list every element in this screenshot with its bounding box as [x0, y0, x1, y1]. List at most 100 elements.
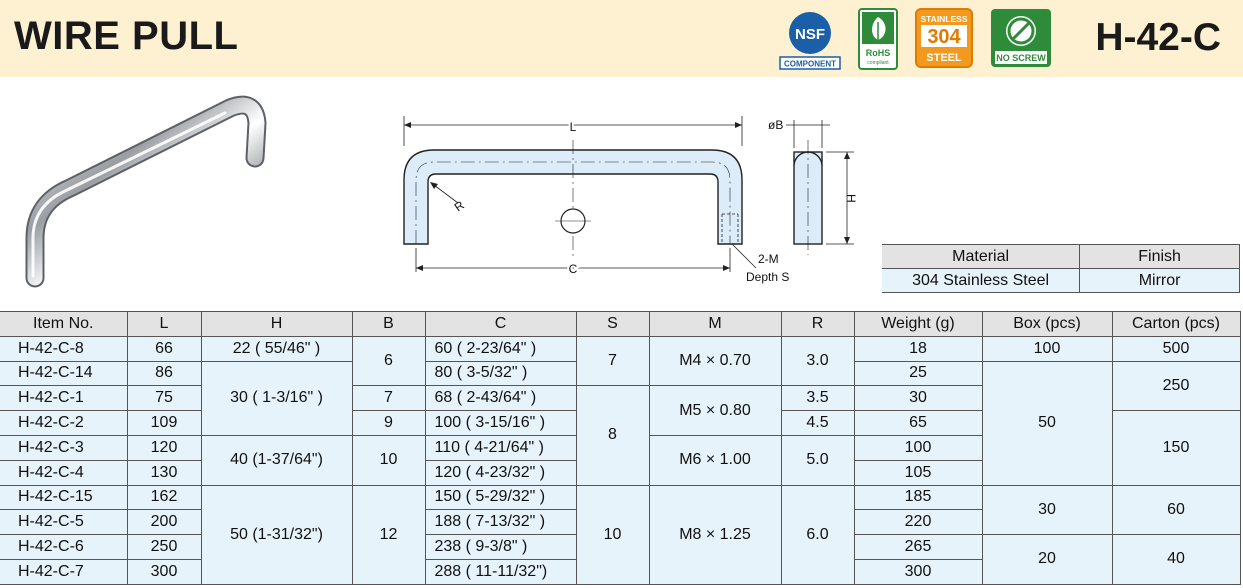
cell-M: M6 × 1.00 [648, 434, 782, 486]
cell-L: 86 [126, 360, 202, 387]
cell-M: M8 × 1.25 [648, 484, 782, 585]
table-row: H-42-C-4 130 120 ( 4-23/32" ) 105 [0, 459, 1240, 486]
cell-C: 100 ( 3-15/16" ) [424, 410, 577, 436]
cell-B: 12 [351, 484, 426, 585]
table-row: H-42-C-14 86 30 ( 1-3/16" ) 80 ( 3-5/32"… [0, 360, 1241, 486]
svg-text:NSF: NSF [795, 26, 825, 43]
cell-R: 3.0 [780, 335, 855, 387]
cell-S: 8 [575, 385, 650, 486]
cell-C: 60 ( 2-23/64" ) [424, 335, 577, 362]
item-no: H-42-C-7 [0, 558, 128, 585]
label-B: øB [768, 118, 783, 132]
cell-H: 50 (1-31/32") [200, 484, 353, 585]
label-2M: 2-M [758, 252, 779, 266]
cell-L: 120 [126, 434, 202, 461]
finish-header: Finish [1079, 244, 1240, 269]
svg-text:NO SCREW: NO SCREW [996, 53, 1046, 63]
cell-M: M5 × 0.80 [648, 385, 782, 436]
cell-B: 7 [351, 385, 426, 412]
cell-M: M4 × 0.70 [648, 335, 782, 387]
cell-C: 150 ( 5-29/32" ) [424, 484, 577, 511]
svg-text:STAINLESS: STAINLESS [920, 14, 967, 24]
col-header: Item No. [0, 311, 128, 337]
cell-L: 109 [126, 410, 202, 436]
cell-B: 9 [351, 410, 426, 436]
stainless-304-badge: STAINLESS 304 STEEL [915, 8, 973, 68]
table-row: H-42-C-7 300 288 ( 11-11/32") 300 [0, 558, 1240, 585]
cell-weight: 265 [853, 534, 983, 560]
spec-header-row: Item No. L H B C S M R Weight (g) Box (p… [0, 311, 1241, 337]
technical-drawing: L R C 2-M Depth S øB [396, 110, 866, 290]
cell-R: 6.0 [780, 484, 855, 585]
cell-L: 162 [126, 484, 202, 511]
cell-carton: 150 [1111, 410, 1241, 486]
cell-S: 10 [575, 484, 650, 585]
cell-R: 4.5 [780, 410, 855, 436]
cell-weight: 65 [853, 410, 983, 436]
cell-carton: 60 [1111, 484, 1241, 536]
label-H: H [844, 194, 858, 203]
material-value: 304 Stainless Steel [882, 268, 1081, 293]
svg-text:compliant: compliant [867, 60, 889, 66]
col-header: H [200, 311, 353, 337]
table-row: H-42-C-2 109 9 100 ( 3-15/16" ) 4.5 65 1… [0, 410, 1241, 486]
label-depth-s: Depth S [746, 270, 789, 284]
item-no: H-42-C-15 [0, 484, 128, 511]
cell-L: 300 [126, 558, 202, 585]
cell-C: 238 ( 9-3/8" ) [424, 534, 577, 560]
table-row: H-42-C-1 75 7 68 ( 2-43/64" ) 8 M5 × 0.8… [0, 385, 1240, 486]
page-title: WIRE PULL [14, 14, 239, 58]
cell-C: 110 ( 4-21/64" ) [424, 434, 577, 461]
col-header: S [575, 311, 650, 337]
col-header: Weight (g) [853, 311, 983, 337]
spec-table: Item No. L H B C S M R Weight (g) Box (p… [0, 311, 1241, 585]
cell-L: 200 [126, 509, 202, 536]
cell-weight: 300 [853, 558, 983, 585]
cell-C: 288 ( 11-11/32") [424, 558, 577, 585]
col-header: B [351, 311, 426, 337]
material-table: Material Finish 304 Stainless Steel Mirr… [882, 244, 1240, 293]
cell-weight: 220 [853, 509, 983, 536]
cell-box: 30 [981, 484, 1113, 536]
svg-text:RoHS: RoHS [866, 48, 891, 58]
col-header: M [648, 311, 782, 337]
cell-C: 80 ( 3-5/32" ) [424, 360, 577, 387]
col-header: Carton (pcs) [1111, 311, 1241, 337]
cell-C: 188 ( 7-13/32" ) [424, 509, 577, 536]
cell-L: 250 [126, 534, 202, 560]
cell-B: 6 [351, 335, 426, 387]
cell-L: 130 [126, 459, 202, 486]
cell-weight: 185 [853, 484, 983, 511]
svg-text:STEEL: STEEL [926, 52, 962, 64]
wire-pull-photo [15, 88, 280, 293]
cell-H: 40 (1-37/64") [200, 434, 353, 486]
cell-weight: 18 [853, 335, 983, 362]
table-row: H-42-C-15 162 50 (1-31/32") 12 150 ( 5-2… [0, 484, 1241, 585]
cell-C: 120 ( 4-23/32" ) [424, 459, 577, 486]
material-header: Material [882, 244, 1081, 269]
item-no: H-42-C-3 [0, 434, 128, 461]
product-code: H-42-C [1095, 16, 1221, 59]
col-header: C [424, 311, 577, 337]
cell-H: 22 ( 55/46" ) [200, 335, 353, 362]
item-no: H-42-C-1 [0, 385, 128, 412]
cell-C: 68 ( 2-43/64" ) [424, 385, 577, 412]
cell-weight: 100 [853, 434, 983, 461]
rohs-badge: RoHS compliant [858, 8, 898, 70]
table-row: H-42-C-8 66 22 ( 55/46" ) 6 60 ( 2-23/64… [0, 335, 1241, 387]
cell-box: 100 [981, 335, 1113, 362]
cell-L: 75 [126, 385, 202, 412]
table-row: H-42-C-6 250 238 ( 9-3/8" ) 265 20 40 [0, 534, 1241, 585]
label-R: R [452, 198, 467, 215]
cell-B: 10 [351, 434, 426, 486]
item-no: H-42-C-4 [0, 459, 128, 486]
cell-H: 30 ( 1-3/16" ) [200, 360, 353, 436]
item-no: H-42-C-2 [0, 410, 128, 436]
svg-text:304: 304 [927, 26, 961, 48]
nsf-component-badge: NSF COMPONENT [779, 8, 841, 70]
col-header: Box (pcs) [981, 311, 1113, 337]
col-header: R [780, 311, 855, 337]
label-C: C [569, 262, 578, 276]
item-no: H-42-C-5 [0, 509, 128, 536]
cell-R: 3.5 [780, 385, 855, 412]
